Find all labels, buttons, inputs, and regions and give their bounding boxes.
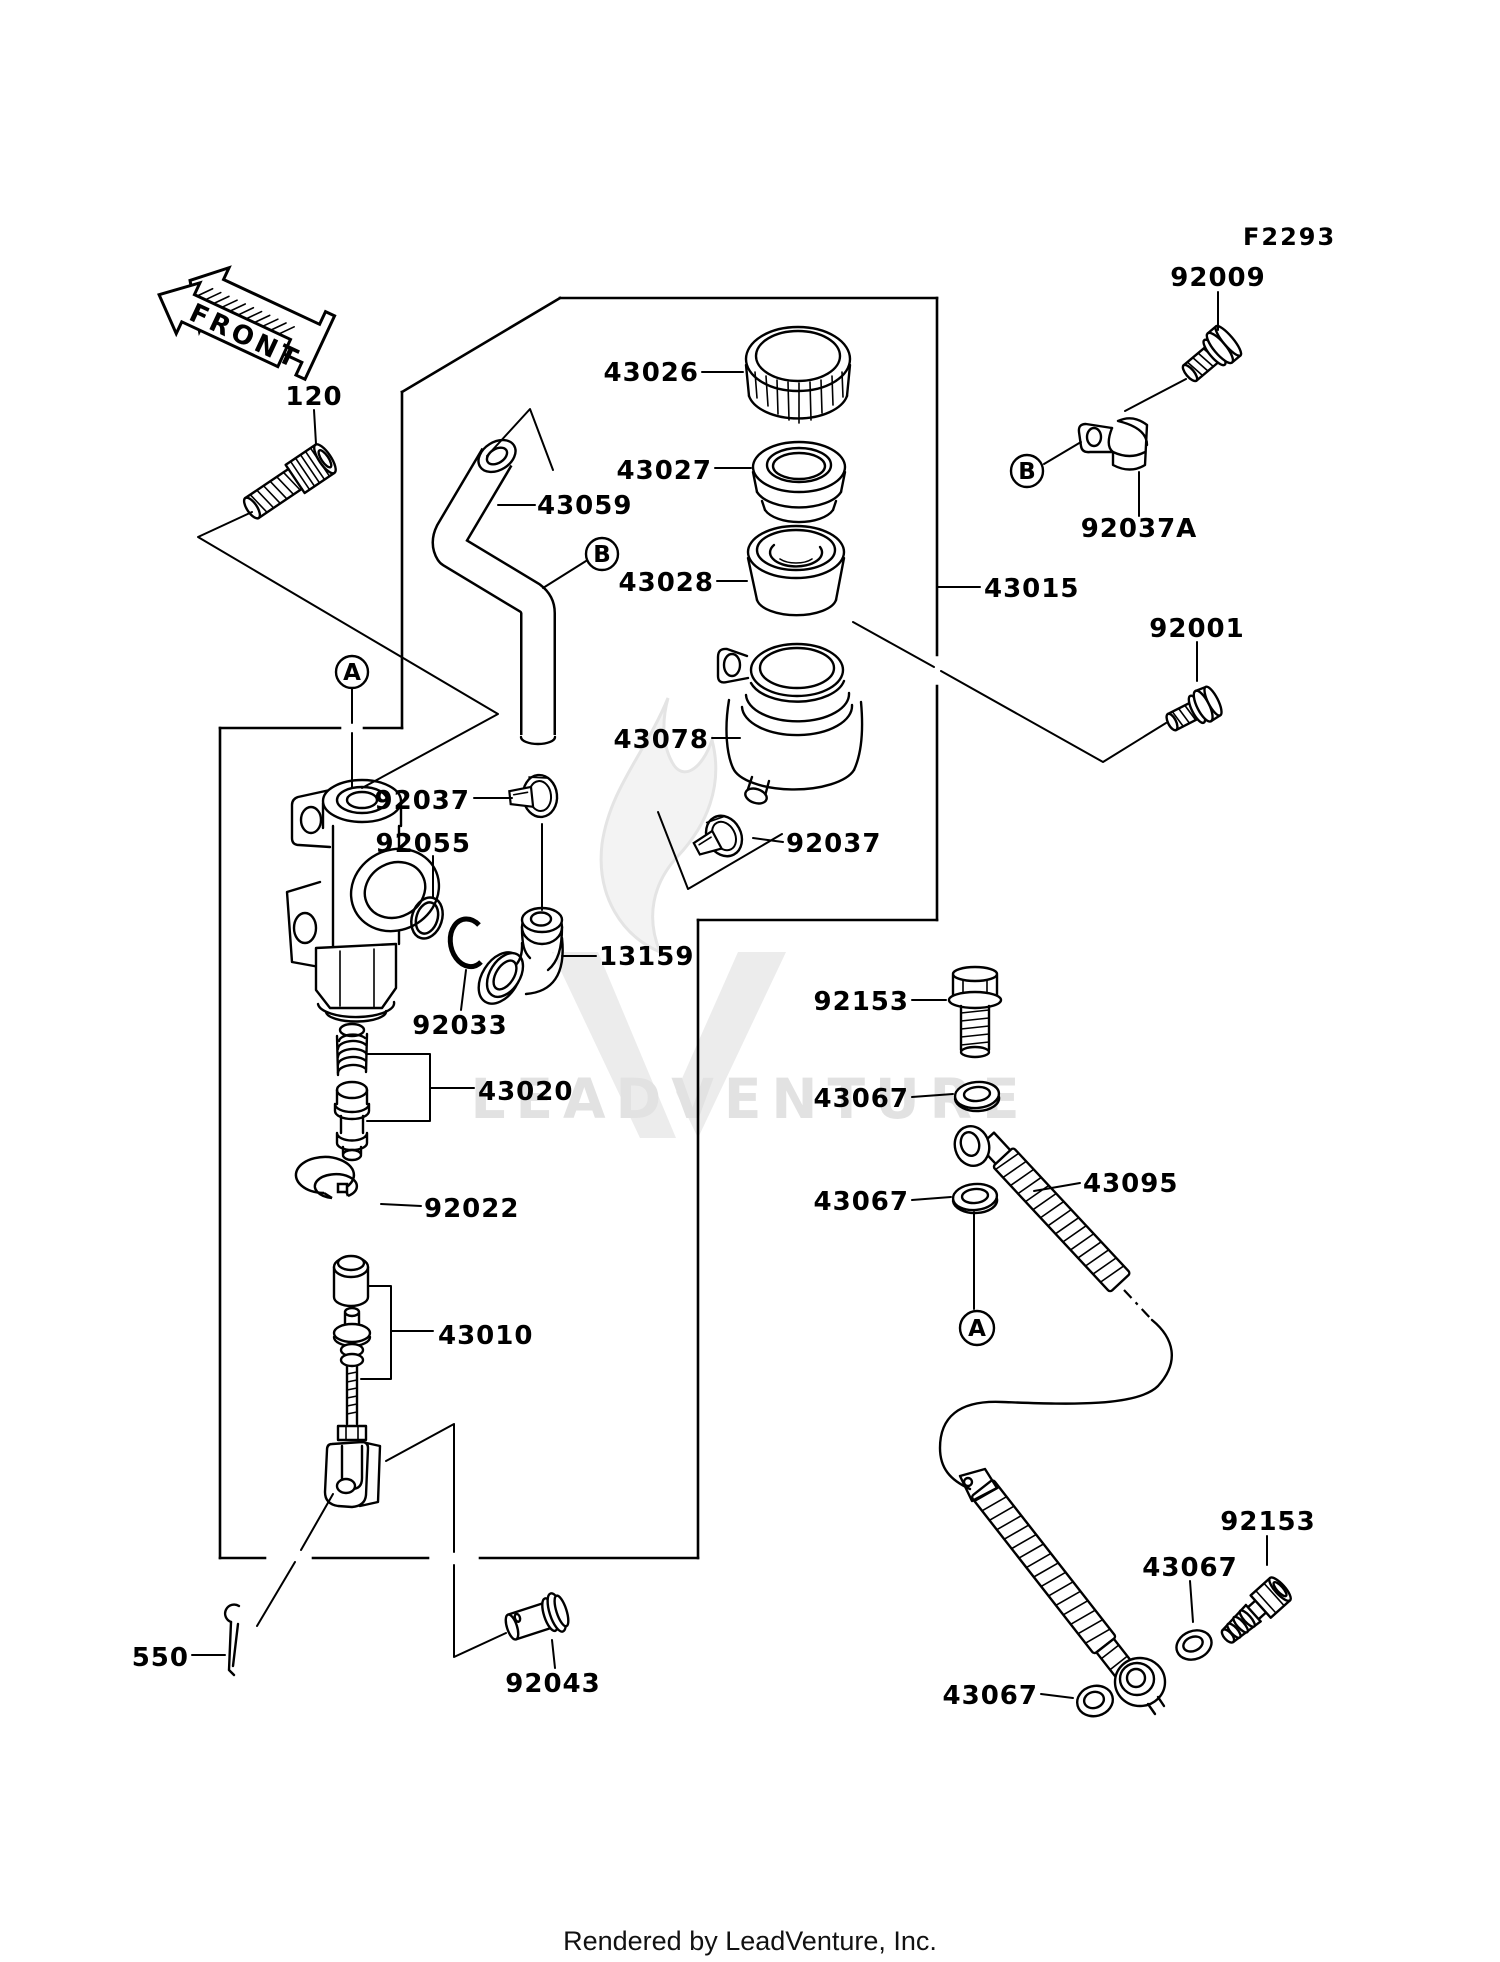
part-label-43026: 43026 [604, 358, 699, 388]
part-label-92055: 92055 [376, 829, 471, 859]
callout-circle-b1 [584, 536, 620, 572]
clevis-pin-92043-drawing [504, 1592, 570, 1641]
bolt-92001-drawing [1165, 685, 1223, 732]
footer-credit: Rendered by LeadVenture, Inc. [563, 1926, 937, 1956]
callout-circle-a1 [334, 654, 370, 690]
hose-43059-drawing [431, 438, 557, 746]
part-label-43095: 43095 [1083, 1169, 1178, 1199]
washer-43067-top-drawing [953, 1080, 1001, 1113]
banjo-bolt-92153-top-drawing [947, 965, 1003, 1059]
part-label-43028: 43028 [619, 568, 714, 598]
leadventure-flame-logo [599, 697, 718, 955]
callout-circles: A B B A [334, 453, 1045, 1347]
part-label-43067-mid: 43067 [814, 1187, 909, 1217]
part-label-43067-right: 43067 [1142, 1553, 1237, 1583]
callout-circle-b2 [1009, 453, 1045, 489]
piston-assy-43020-drawing [333, 1022, 371, 1162]
master-cylinder-body-drawing [285, 778, 441, 1023]
part-label-43067-bottom: 43067 [943, 1681, 1038, 1711]
callout-b2-label: B [1018, 459, 1036, 485]
part-label-92037-left: 92037 [375, 786, 470, 816]
bolt-120-drawing [242, 443, 337, 520]
front-direction-arrow: FRONT [157, 265, 337, 382]
circlip-92033-drawing [447, 916, 483, 970]
leadventure-watermark: LEADVENTURE [470, 697, 1029, 1138]
part-label-43027: 43027 [617, 456, 712, 486]
part-label-43078: 43078 [614, 725, 709, 755]
part-label-92153-top: 92153 [814, 987, 909, 1017]
leader-lines [191, 291, 1268, 1699]
part-label-92033: 92033 [412, 1011, 507, 1041]
pushrod-assy-43010-drawing [332, 1254, 372, 1442]
diaphragm-43028-drawing [746, 524, 846, 617]
part-label-120: 120 [285, 382, 342, 412]
hose-clamp-92037-left [506, 772, 561, 822]
assembly-outline-box [218, 296, 939, 1560]
cotter-pin-550-drawing [223, 1603, 241, 1677]
callout-b1-label: B [593, 542, 611, 568]
part-labels: 120 92009 43026 43027 43059 92037A 43028… [132, 263, 1315, 1711]
part-label-550: 550 [132, 1643, 189, 1673]
reservoir-43078-drawing [716, 642, 864, 805]
part-label-92043: 92043 [505, 1669, 600, 1699]
elbow-fitting-13159-drawing [477, 906, 564, 1005]
callout-a1-label: A [343, 660, 361, 686]
washer-43067-mid-drawing [951, 1182, 999, 1215]
part-label-92037-right: 92037 [786, 829, 881, 859]
part-label-43010: 43010 [438, 1321, 533, 1351]
arrow-depth-hatch [197, 287, 295, 335]
bleeder-valve-92153-drawing [1220, 1576, 1292, 1644]
brake-hose-43095-drawing [938, 1124, 1173, 1716]
bolt-92009-drawing [1181, 324, 1243, 383]
cap-plate-43027-drawing [751, 440, 847, 524]
washer-43067-bottom-drawing [1075, 1684, 1115, 1718]
part-label-43059: 43059 [537, 491, 632, 521]
part-label-13159: 13159 [599, 942, 694, 972]
circlip-92022-drawing [294, 1155, 359, 1200]
clamp-92037a-drawing [1077, 417, 1149, 471]
part-label-92153-bottom: 92153 [1220, 1507, 1315, 1537]
part-label-43015: 43015 [984, 574, 1079, 604]
part-label-92009: 92009 [1170, 263, 1265, 293]
leadventure-v-logo-right [676, 952, 786, 1138]
diagram-code: F2293 [1243, 223, 1336, 251]
part-label-43067-top: 43067 [814, 1084, 909, 1114]
callout-a2-label: A [968, 1316, 986, 1342]
callout-circle-a2 [958, 1309, 996, 1347]
leadventure-v-logo [552, 952, 676, 1138]
clevis-drawing [323, 1440, 382, 1509]
part-label-92022: 92022 [424, 1194, 519, 1224]
watermark-text: LEADVENTURE [470, 1067, 1029, 1131]
washer-43067-right-drawing [1175, 1629, 1213, 1661]
reservoir-cap-43026-drawing [744, 325, 852, 424]
part-label-43020: 43020 [478, 1077, 573, 1107]
part-label-92037a: 92037A [1081, 514, 1198, 544]
part-label-92001: 92001 [1149, 614, 1244, 644]
